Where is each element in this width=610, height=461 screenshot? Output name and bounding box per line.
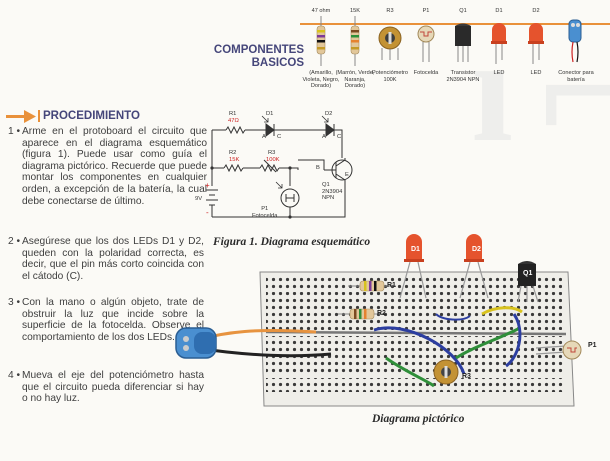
- schematic-q1-name: Q1: [322, 182, 330, 188]
- component-r3: R3 Potenciómetro 100K: [370, 8, 410, 83]
- component-label: 47 ohm: [311, 8, 331, 14]
- resistor-icon: [350, 16, 360, 66]
- component-desc: LED: [493, 70, 505, 77]
- pictorial-d2-label: D2: [472, 246, 481, 253]
- schematic-r2-label: R2: [229, 150, 237, 156]
- components-title: COMPONENTES BASICOS: [212, 44, 304, 70]
- component-label: [556, 8, 596, 16]
- potentiometer: [433, 359, 459, 385]
- pictorial-r1-label: R1: [387, 282, 396, 289]
- procedure-step-4: 4 • Mueva el eje del potenciómetro hasta…: [8, 370, 204, 405]
- arrow-right-icon: [6, 110, 36, 123]
- procedure-step-2: 2 • Asegúrese que los dos LEDs D1 y D2, …: [8, 236, 204, 282]
- schematic-q1-emitter: E: [345, 172, 349, 178]
- procedure-title: PROCEDIMIENTO: [38, 110, 140, 122]
- procedure-step-1: 1 • Arme en el protoboard el circuito qu…: [8, 126, 207, 207]
- schematic-d2-label: D2: [325, 111, 333, 117]
- schematic-d2-anode: A: [322, 134, 326, 140]
- pictorial-p1-label: P1: [588, 342, 597, 349]
- schematic-r3-value: 100K: [266, 157, 280, 163]
- schematic-r2-value: 15K: [229, 157, 240, 163]
- schematic-d2-cathode: C: [337, 134, 342, 140]
- led-d2: [459, 234, 489, 299]
- resistor-icon: [316, 16, 326, 66]
- led-icon: [528, 23, 544, 64]
- schematic-d1-label: D1: [266, 111, 274, 117]
- step-text: Arme en el protoboard el circuito que ap…: [22, 126, 207, 207]
- component-desc: (Marrón, Verde, Naranja, Dorado): [335, 70, 375, 90]
- component-label: D1: [495, 8, 503, 14]
- components-title-line2: BASICOS: [251, 57, 304, 69]
- component-r2: 15K (Marrón, Verde, Naranja, Dorado): [334, 8, 376, 90]
- breadboard-diagram: [195, 234, 582, 407]
- schematic-p1-desc: Fotocelda: [252, 212, 278, 219]
- step-number: 3 •: [8, 297, 21, 308]
- component-desc: (Amarillo, Violeta, Negro, Dorado): [302, 70, 340, 90]
- schematic-q1-label: Q1 2N3904 NPN: [322, 182, 342, 202]
- step-text: Mueva el eje del potenciómetro hasta que…: [22, 370, 204, 405]
- schematic-q1-base: B: [316, 165, 320, 171]
- procedure-step-3: 3 • Con la mano o algún objeto, trate de…: [8, 297, 204, 343]
- component-q1: Q1 Transistor 2N3904 NPN: [443, 8, 483, 83]
- component-r1: 47 ohm (Amarillo, Violeta, Negro, Dorado…: [300, 8, 342, 90]
- header-rule: [300, 23, 610, 25]
- pictorial-caption: Diagrama pictórico: [372, 413, 465, 425]
- schematic-battery-minus: -: [206, 208, 209, 217]
- schematic-r1-label: R1: [229, 111, 237, 117]
- led-icon: [491, 23, 507, 64]
- step-number: 2 •: [8, 236, 21, 247]
- component-desc: LED: [530, 70, 542, 77]
- component-p1: P1 Fotocelda: [408, 8, 444, 77]
- schematic-d1-anode: A: [262, 134, 266, 140]
- battery-connector: [175, 327, 217, 359]
- schematic-p1-label: P1 Fotocelda: [252, 206, 277, 219]
- step-text: Con la mano o algún objeto, trate de obs…: [22, 297, 204, 343]
- schematic-r1-value: 47Ω: [228, 118, 239, 124]
- schematic-p1-name: P1: [261, 206, 269, 212]
- schematic-battery-label: 9V: [195, 196, 203, 202]
- component-desc: Potenciómetro 100K: [371, 70, 409, 83]
- battery-connector-icon: [568, 19, 582, 63]
- component-battery-connector: Conector para batería: [556, 8, 596, 83]
- components-title-line1: COMPONENTES: [213, 44, 304, 56]
- component-d1: D1 LED: [482, 8, 516, 77]
- component-label: 15K: [350, 8, 360, 14]
- transistor-icon: [455, 23, 471, 62]
- component-desc: Transistor 2N3904 NPN: [446, 70, 480, 83]
- schematic-battery-plus: +: [205, 181, 210, 190]
- figure-1-caption: Figura 1. Diagrama esquemático: [213, 236, 371, 248]
- step-number: 4 •: [8, 370, 21, 381]
- schematic-r3-label: R3: [268, 150, 276, 156]
- pictorial-q1-label: Q1: [523, 270, 533, 277]
- schematic-diagram: [206, 115, 353, 219]
- component-label: R3: [386, 8, 394, 14]
- schematic-d1-cathode: C: [277, 134, 282, 140]
- photocell-icon: [417, 25, 435, 62]
- component-desc: Conector para batería: [558, 70, 594, 83]
- component-label: D2: [532, 8, 540, 14]
- component-d2: D2 LED: [519, 8, 553, 77]
- step-number: 1 •: [8, 126, 21, 137]
- pictorial-r3-label: R3: [462, 373, 471, 380]
- step-text: Asegúrese que los dos LEDs D1 y D2, qued…: [22, 236, 204, 282]
- component-desc: Fotocelda: [413, 70, 439, 77]
- potentiometer-icon: [378, 26, 402, 60]
- component-label: Q1: [459, 8, 467, 14]
- pictorial-d1-label: D1: [411, 246, 420, 253]
- component-label: P1: [422, 8, 430, 14]
- led-d1: [399, 234, 427, 299]
- pictorial-r2-label: R2: [377, 310, 386, 317]
- schematic-q1-type: NPN: [322, 195, 335, 201]
- schematic-q1-part: 2N3904: [322, 188, 343, 195]
